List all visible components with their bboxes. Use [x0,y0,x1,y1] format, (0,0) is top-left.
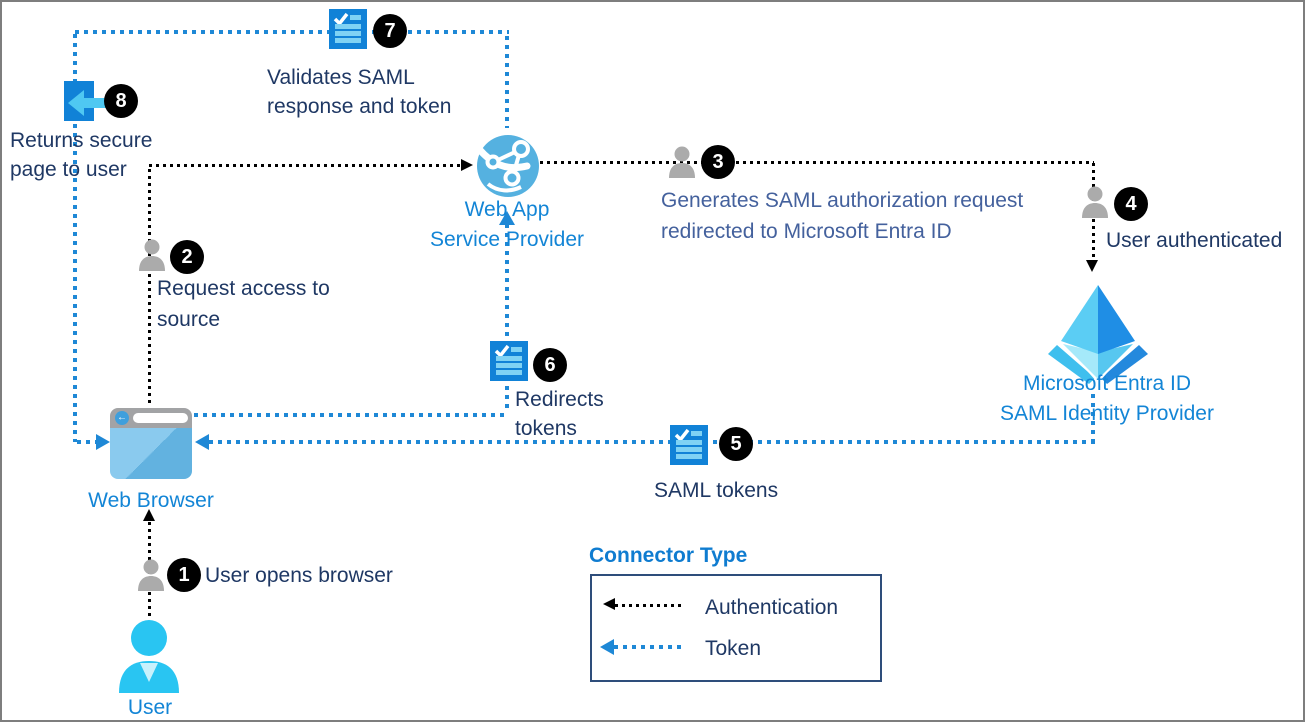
token-line-left [73,34,77,442]
step-1-label: User opens browser [205,564,393,587]
auth-line-webapp-to-entra [540,161,1094,164]
legend-authentication-line [615,604,683,607]
token-line-entra-down [1091,394,1095,442]
arrowhead-token-into-webapp [499,211,515,225]
saml-token-doc-icon-7 [329,9,367,49]
step-1-badge: 1 [167,558,201,592]
arrowhead-token-into-browser-right [195,434,209,450]
legend-token-label: Token [705,637,762,660]
auth-line-to-webapp [149,164,461,167]
step-2-badge: 2 [170,240,204,274]
user-icon [119,620,179,693]
legend-box [590,574,882,682]
user-label: User [127,696,173,719]
entra-id-icon [1048,285,1148,384]
token-line-top [75,30,509,34]
saml-token-doc-icon-5 [670,425,708,465]
browser-page-body [110,428,192,479]
step-1-person-icon [138,559,164,591]
step-8-badge: 8 [104,84,138,118]
legend-authentication-arrowhead [603,598,615,610]
arrowhead-auth-into-entra [1086,260,1098,272]
legend-authentication-label: Authentication [705,596,839,619]
step-5-label: SAML tokens [654,479,779,502]
token-line-redirect-vertical [505,224,509,413]
step-6-badge: 6 [533,348,567,382]
step-3-person-icon [669,146,695,178]
web-app-icon [476,135,539,197]
browser-address-bar [133,413,188,423]
token-line-webapp-up [505,36,509,128]
arrowhead-auth-into-webapp [461,159,473,171]
step-3-badge: 3 [701,145,735,179]
return-arrow-icon [68,90,116,116]
step-5-badge: 5 [719,427,753,461]
arrowhead-auth-into-browser [143,509,155,521]
legend-token-arrowhead [600,639,614,655]
web-browser-label: Web Browser [88,489,214,512]
legend-token-line [614,645,682,649]
token-line-into-browser-left [77,440,97,444]
arrowhead-token-into-browser-left [96,434,110,450]
token-line-redirect-horizontal [194,413,509,417]
legend-title: Connector Type [589,544,748,567]
browser-back-icon: ← [115,411,129,425]
step-4-person-icon [1082,186,1108,218]
step-2-person-icon [139,239,165,271]
browser-title-bar: ← [110,408,192,428]
auth-line-browser-up [148,169,151,407]
step-7-badge: 7 [373,14,407,48]
step-4-label: User authenticated [1106,229,1283,252]
step-4-badge: 4 [1114,187,1148,221]
saml-token-doc-icon-6 [490,341,528,381]
token-line-saml-tokens [209,440,1095,444]
web-browser-icon: ← [110,408,192,479]
